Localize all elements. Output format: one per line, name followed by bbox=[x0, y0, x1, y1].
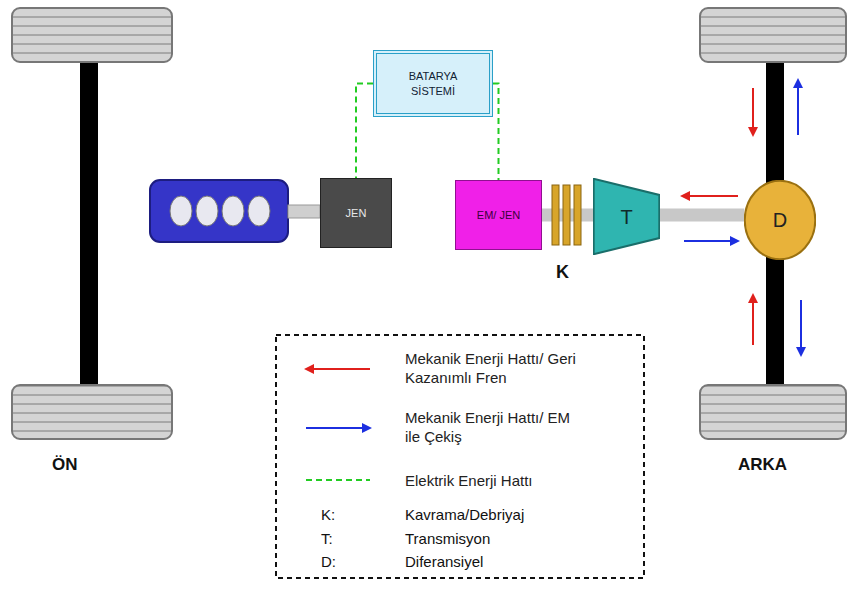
rear-wheel bbox=[700, 385, 846, 439]
drive-arrow bbox=[684, 240, 738, 242]
node-text: EM/ JEN bbox=[477, 208, 520, 222]
regen-arrow bbox=[752, 295, 754, 345]
drive-arrow bbox=[800, 300, 802, 355]
legend-text: Mekanik Enerji Hattı/ EM ile Çekiş bbox=[405, 408, 585, 446]
electric-line bbox=[493, 84, 499, 181]
battery-box: BATARYA SİSTEMİ bbox=[373, 50, 493, 117]
part-label: K bbox=[556, 262, 569, 283]
shape-fill bbox=[745, 181, 816, 259]
shape-fill bbox=[594, 179, 660, 254]
legend-text: Elektrik Enerji Hattı bbox=[405, 471, 585, 490]
legend-sample-green-dash bbox=[306, 479, 370, 481]
front-axle bbox=[80, 40, 98, 390]
electric-line bbox=[356, 84, 373, 179]
axle-label: ÖN bbox=[52, 455, 78, 475]
axle-label: ARKA bbox=[738, 455, 787, 475]
node-text: BATARYA SİSTEMİ bbox=[388, 69, 478, 98]
cylinder bbox=[248, 196, 270, 226]
cylinder bbox=[170, 196, 192, 226]
abbreviation-meaning: Kavrama/Debriyaj bbox=[405, 506, 524, 523]
legend-sample-blue-arrow bbox=[306, 427, 370, 429]
cylinder bbox=[196, 196, 218, 226]
abbreviation-meaning: Transmisyon bbox=[405, 530, 490, 547]
front-wheel bbox=[12, 385, 172, 439]
regen-arrow bbox=[752, 88, 754, 135]
abbreviation: D: bbox=[321, 553, 336, 570]
legend-sample-red-arrow bbox=[306, 368, 370, 370]
regen-arrow bbox=[682, 195, 738, 197]
clutch-plate bbox=[563, 185, 570, 245]
rear-wheel bbox=[700, 8, 846, 62]
cylinder bbox=[222, 196, 244, 226]
clutch-plate bbox=[552, 185, 559, 245]
node-text: D bbox=[773, 207, 787, 233]
node-text: T bbox=[620, 204, 632, 230]
node-text: JEN bbox=[346, 206, 367, 220]
generator-box: JEN bbox=[320, 178, 392, 248]
engine bbox=[150, 180, 288, 242]
abbreviation: K: bbox=[321, 506, 335, 523]
clutch-plate bbox=[574, 185, 581, 245]
abbreviation: T: bbox=[321, 530, 333, 547]
front-wheel bbox=[12, 8, 172, 62]
drive-arrow bbox=[797, 80, 799, 135]
abbreviation-meaning: Diferansiyel bbox=[405, 553, 483, 570]
legend-frame bbox=[276, 335, 644, 578]
motor-generator-box: EM/ JEN bbox=[455, 180, 542, 250]
mechanical-shaft bbox=[660, 209, 744, 222]
transmission-shape: T bbox=[593, 178, 660, 255]
differential-circle: D bbox=[744, 180, 816, 260]
shaft bbox=[288, 205, 320, 218]
legend-text: Mekanik Enerji Hattı/ Geri Kazanımlı Fre… bbox=[405, 349, 585, 387]
